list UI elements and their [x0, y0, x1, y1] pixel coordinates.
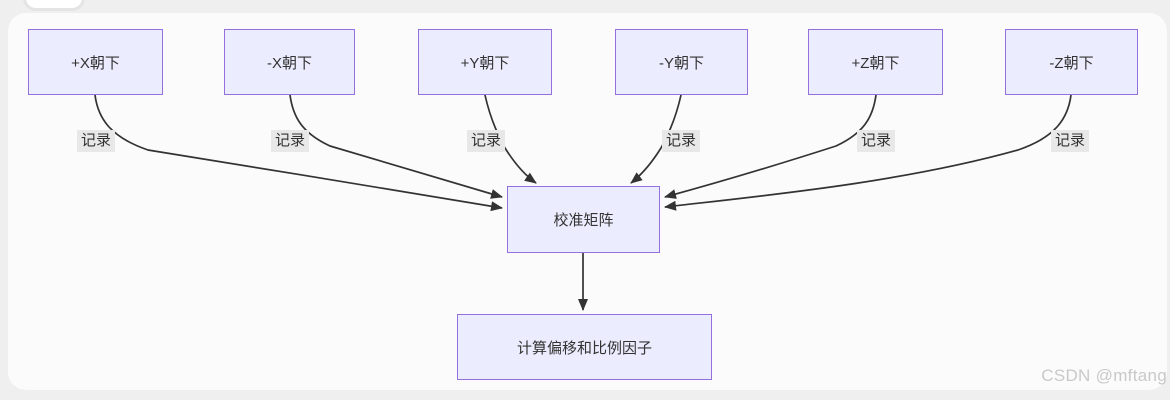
edge-label-record-3: 记录: [467, 130, 506, 152]
node-plus-x: +X朝下: [28, 29, 163, 95]
node-compute-offset-scale: 计算偏移和比例因子: [457, 314, 712, 380]
node-minus-z: -Z朝下: [1005, 29, 1138, 95]
edge-plus-z-to-calibration: [664, 94, 877, 199]
edge-label-record-6: 记录: [1051, 130, 1090, 152]
edge-minus-y-to-calibration: [630, 94, 682, 184]
node-minus-x: -X朝下: [224, 29, 355, 95]
edge-minus-z-to-calibration: [664, 94, 1072, 211]
node-minus-y: -Y朝下: [615, 29, 748, 95]
node-plus-z: +Z朝下: [808, 29, 943, 95]
edge-label-record-4: 记录: [662, 130, 701, 152]
node-calibration-matrix: 校准矩阵: [507, 186, 660, 253]
csdn-watermark: CSDN @mftang: [1041, 366, 1167, 385]
edge-plus-x-to-calibration: [94, 94, 503, 212]
edge-minus-x-to-calibration: [289, 94, 503, 199]
partial-toolbar-button[interactable]: [26, 0, 82, 8]
node-plus-y: +Y朝下: [418, 29, 552, 95]
edge-label-record-1: 记录: [77, 130, 116, 152]
edge-label-record-5: 记录: [857, 130, 896, 152]
edge-label-record-2: 记录: [271, 130, 310, 152]
